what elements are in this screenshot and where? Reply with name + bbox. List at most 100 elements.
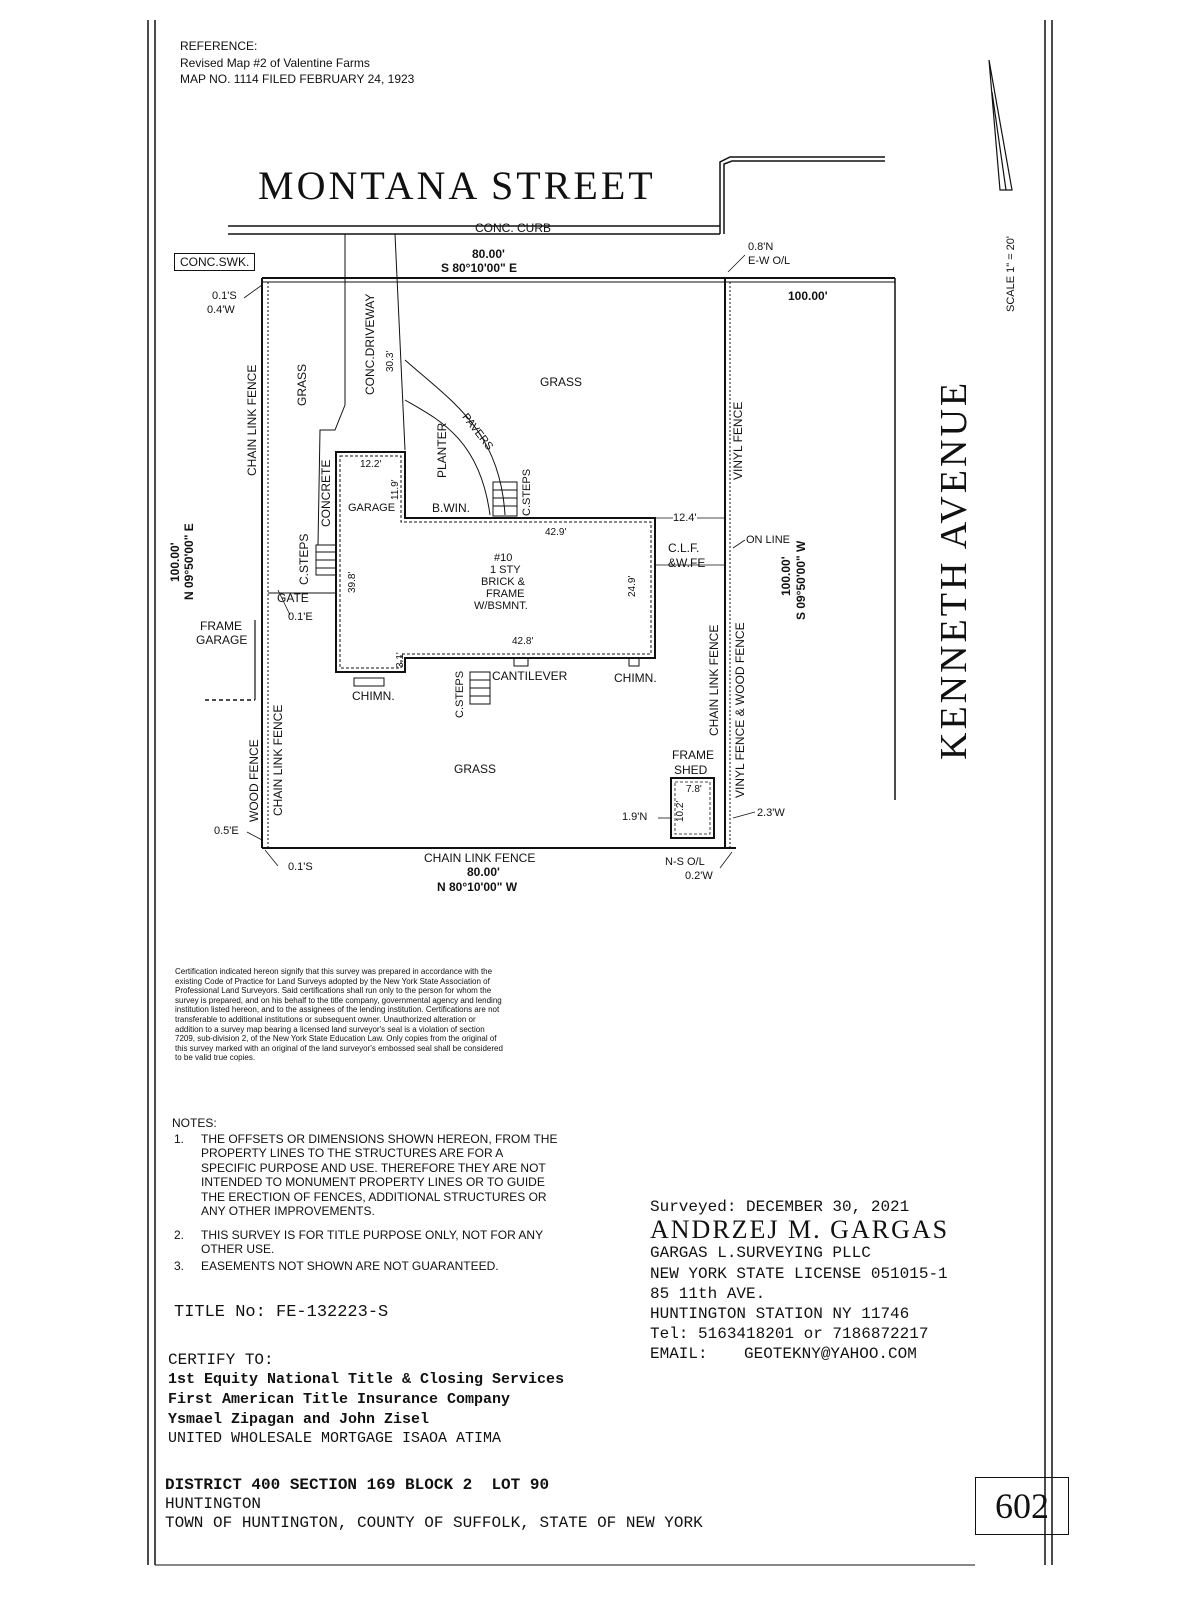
east-vinyl-fence: VINYL FENCE <box>731 401 745 480</box>
certify-party-3: Ysmael Zipagan and John Zisel <box>168 1411 430 1428</box>
south-distance: 80.00' <box>467 865 500 879</box>
concrete-label: CONCRETE <box>319 459 333 527</box>
note-3-number: 3. <box>174 1259 185 1273</box>
north-bearing: S 80°10'00" E <box>441 261 518 275</box>
grass-label-north: GRASS <box>540 375 583 389</box>
street-frontage-distance: 100.00' <box>788 289 828 303</box>
dim-42-9: 42.9' <box>545 527 567 538</box>
certify-party-2: First American Title Insurance Company <box>168 1391 511 1408</box>
grass-label-west: GRASS <box>295 363 309 406</box>
gate-label: GATE <box>277 591 309 605</box>
west-wood-fence: WOOD FENCE <box>247 739 261 822</box>
rear-steps-label: C.STEPS <box>454 670 466 718</box>
note-1-number: 1. <box>174 1132 185 1146</box>
certify-party-1: 1st Equity National Title & Closing Serv… <box>168 1371 565 1388</box>
sw-offset-2: 0.1'S <box>288 861 313 873</box>
basement-window-label: B.WIN. <box>432 501 470 515</box>
location-district: DISTRICT 400 SECTION 169 BLOCK 2 LOT 90 <box>165 1476 550 1494</box>
note-1-line-6: ANY OTHER IMPROVEMENTS. <box>201 1204 375 1218</box>
notes-heading: NOTES: <box>172 1116 217 1130</box>
clf-label-2: &W.FE <box>668 556 706 570</box>
frame-garage-label-2: GARAGE <box>196 633 248 647</box>
dim-11-9: 11.9' <box>390 479 401 500</box>
surveyor-name: ANDRZEJ M. GARGAS <box>650 1215 950 1244</box>
dim-12-2: 12.2' <box>360 459 382 470</box>
ne-offset-2: E-W O/L <box>748 255 791 267</box>
west-steps-label: C.STEPS <box>297 533 311 585</box>
street-east-label: KENNETH AVENUE <box>933 379 975 760</box>
surveyor-address-1: 85 11th AVE. <box>650 1285 766 1303</box>
east-vinyl-wood-fence: VINYL FENCE & WOOD FENCE <box>733 622 747 798</box>
shed-dim-2: 10.2' <box>675 800 686 822</box>
survey-plan <box>205 59 1013 869</box>
reference-line-1: Revised Map #2 of Valentine Farms <box>180 56 370 70</box>
se-offset-1: N-S O/L <box>665 856 705 868</box>
note-2-line-2: OTHER USE. <box>201 1242 275 1256</box>
sw-offset-1: 0.5'E <box>214 825 239 837</box>
surveyor-phone: Tel: 5163418201 or 7186872217 <box>650 1325 929 1343</box>
conc-swk-label: CONC.SWK. <box>174 253 256 271</box>
west-bearing: N 09°50'00" E <box>182 523 196 600</box>
location-full: TOWN OF HUNTINGTON, COUNTY OF SUFFOLK, S… <box>165 1514 703 1532</box>
ne-offset-1: 0.8'N <box>748 241 774 253</box>
west-chain-link-fence: CHAIN LINK FENCE <box>245 364 259 476</box>
planter-label: PLANTER <box>435 422 449 478</box>
note-2-number: 2. <box>174 1228 185 1242</box>
gate-offset: 0.1'E <box>288 611 313 623</box>
dim-12-4: 12.4' <box>673 512 697 524</box>
sheet-number: 602 <box>975 1477 1069 1535</box>
house-basement: W/BSMNT. <box>474 600 528 612</box>
certify-heading: CERTIFY TO: <box>168 1351 274 1369</box>
dim-24-9: 24.9' <box>627 575 638 597</box>
house-material-1: BRICK & <box>481 576 526 588</box>
surveyor-company: GARGAS L.SURVEYING PLLC <box>650 1244 871 1262</box>
certify-party-4: UNITED WHOLESALE MORTGAGE ISAOA ATIMA <box>168 1430 502 1447</box>
reference-line-2: MAP NO. 1114 FILED FEBRUARY 24, 1923 <box>180 72 415 86</box>
frame-shed-label-1: FRAME <box>672 748 714 762</box>
north-distance: 80.00' <box>472 247 505 261</box>
east-bearing: S 09°50'00" W <box>794 540 808 620</box>
chimney-label-east: CHIMN. <box>614 671 657 685</box>
surveyor-email: GEOTEKNY@YAHOO.COM <box>744 1345 917 1363</box>
dim-3-1: 3.1' <box>395 652 406 668</box>
frame-garage-label-1: FRAME <box>200 619 242 633</box>
chimney-label-west: CHIMN. <box>352 689 395 703</box>
note-2-line-1: THIS SURVEY IS FOR TITLE PURPOSE ONLY, N… <box>201 1228 544 1242</box>
house-number: #10 <box>494 552 513 564</box>
house-material-2: FRAME <box>486 588 525 600</box>
west-distance: 100.00' <box>168 542 182 582</box>
conc-curb-label: CONC. CURB <box>475 221 552 235</box>
shed-dim-1: 7.8' <box>686 784 702 795</box>
garage-label: GARAGE <box>348 502 396 514</box>
nw-offset-2: 0.4'W <box>207 304 235 316</box>
note-1-line-2: PROPERTY LINES TO THE STRUCTURES ARE FOR… <box>201 1146 504 1160</box>
surveyor-email-label: EMAIL: <box>650 1345 708 1363</box>
east-distance: 100.00' <box>779 556 793 596</box>
street-north-label: MONTANA STREET <box>258 163 656 208</box>
south-chain-link-fence: CHAIN LINK FENCE <box>424 851 536 865</box>
title-number: TITLE No: FE-132223-S <box>174 1303 389 1322</box>
house-stories: 1 STY <box>490 564 521 576</box>
east-chain-link-fence: CHAIN LINK FENCE <box>707 624 721 736</box>
shed-east-offset: 2.3'W <box>757 807 785 819</box>
on-line-label: ON LINE <box>746 534 791 546</box>
scale-label: SCALE 1" = 20' <box>1005 235 1017 312</box>
note-1-line-5: THE ERECTION OF FENCES, ADDITIONAL STRUC… <box>201 1190 547 1204</box>
note-1-line-4: INTENDED TO MONUMENT PROPERTY LINES OR T… <box>201 1175 545 1189</box>
surveyor-address-2: HUNTINGTON STATION NY 11746 <box>650 1305 910 1323</box>
frame-shed-label-2: SHED <box>674 763 708 777</box>
north-steps-label: C.STEPS <box>521 468 533 516</box>
dim-42-8: 42.8' <box>512 636 534 647</box>
surveyed-date: Surveyed: DECEMBER 30, 2021 <box>650 1198 910 1216</box>
se-offset-2: 0.2'W <box>685 870 713 882</box>
dim-39-8: 39.8' <box>347 571 358 593</box>
clf-label-1: C.L.F. <box>668 541 700 555</box>
west-chain-link-fence-lower: CHAIN LINK FENCE <box>271 704 285 816</box>
shed-north-offset: 1.9'N <box>622 811 648 823</box>
driveway-dimension: 30.3' <box>385 350 396 372</box>
certification-text: Certification indicated hereon signify t… <box>175 967 503 1063</box>
note-3-line-1: EASEMENTS NOT SHOWN ARE NOT GUARANTEED. <box>201 1259 499 1273</box>
note-1-line-1: THE OFFSETS OR DIMENSIONS SHOWN HEREON, … <box>201 1132 558 1146</box>
nw-offset-1: 0.1'S <box>212 290 237 302</box>
